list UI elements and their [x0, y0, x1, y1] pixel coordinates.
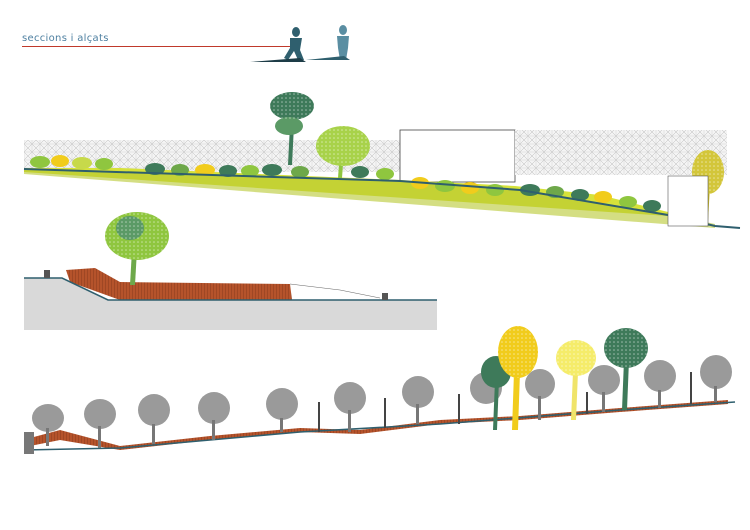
grey-trees	[32, 355, 732, 432]
long-elevation-lower	[23, 326, 736, 454]
standing-figure-icon	[306, 25, 350, 60]
facade-right	[515, 130, 727, 175]
title-underline	[22, 46, 290, 47]
tree-yellow-lower	[498, 326, 538, 430]
building-block	[399, 129, 516, 183]
walking-figure-icon	[250, 27, 306, 62]
tree-light-green	[316, 126, 370, 178]
tree-dark-green	[270, 92, 314, 165]
sheet-title: seccions i alçats	[22, 33, 109, 44]
tree-green-lower	[604, 328, 648, 410]
elevation-section-upper	[23, 92, 741, 229]
cross-section-middle	[24, 212, 437, 330]
tree-section-green	[105, 212, 169, 285]
tree-pale-yellow-lower	[556, 340, 596, 420]
